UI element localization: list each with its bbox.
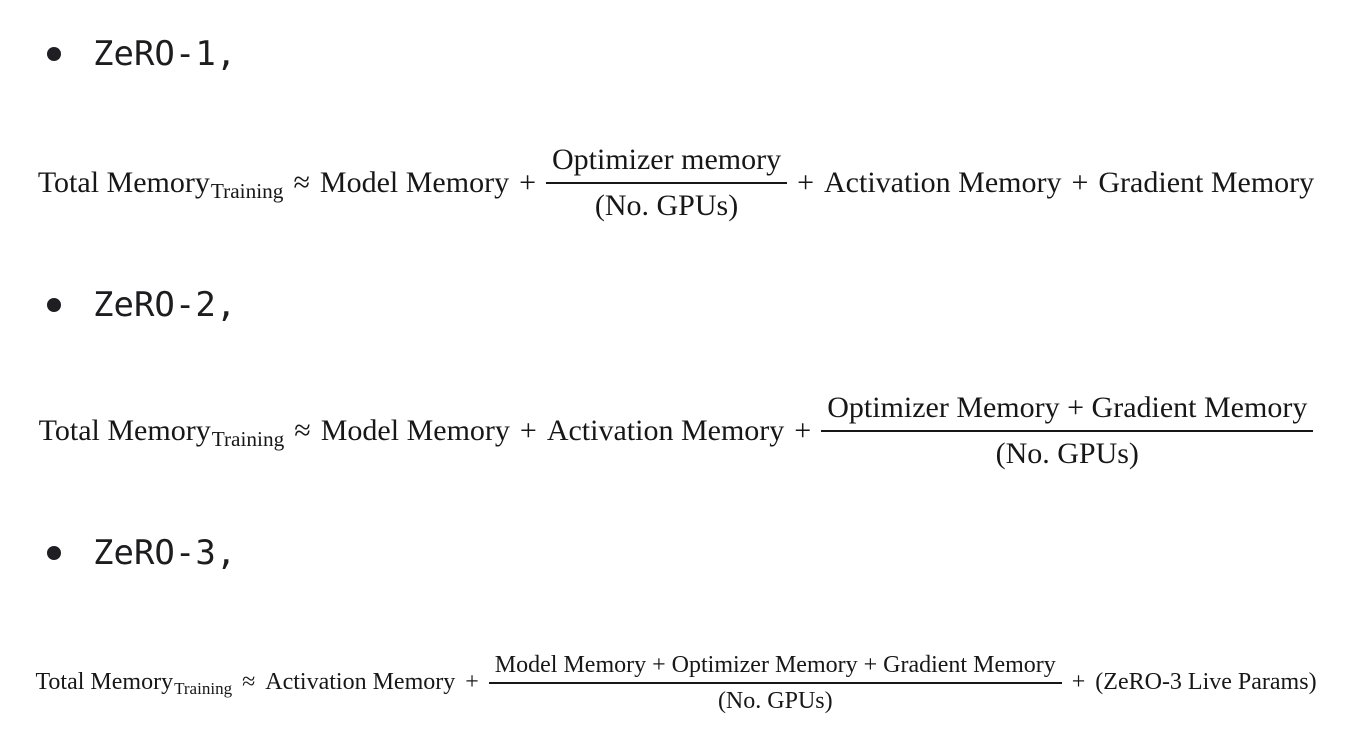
approx-symbol: ≈ [293, 165, 310, 199]
equation-term: Gradient Memory [1098, 165, 1315, 199]
equation-term: Activation Memory [265, 669, 456, 696]
equation-lhs: Total MemoryTraining [38, 413, 285, 451]
equation-term: Activation Memory [546, 413, 785, 447]
fraction-denominator: (No. GPUs) [717, 687, 833, 714]
fraction-numerator: Optimizer memory [551, 143, 782, 176]
plus-symbol: + [794, 413, 812, 447]
bullet-icon [47, 47, 61, 61]
lhs-main: Total Memory [38, 413, 211, 447]
fraction-numerator: Optimizer Memory + Gradient Memory [827, 391, 1308, 424]
list-item-zero2: ZeRO-2, [47, 284, 1352, 326]
plus-symbol: + [797, 165, 815, 199]
plus-symbol: + [1071, 669, 1086, 696]
fraction-bar [488, 682, 1062, 684]
fraction-denominator: (No. GPUs) [995, 436, 1139, 470]
lhs-main: Total Memory [35, 669, 174, 696]
zero2-label: ZeRO-2, [93, 285, 237, 325]
zero2-equation: Total MemoryTraining ≈ Model Memory + Ac… [0, 389, 1352, 472]
fraction: Optimizer Memory + Gradient Memory (No. … [821, 389, 1314, 472]
lhs-subscript: Training [210, 178, 284, 203]
plus-symbol: + [519, 413, 537, 447]
plus-symbol: + [519, 165, 536, 199]
fraction: Model Memory + Optimizer Memory + Gradie… [488, 650, 1062, 716]
zero3-equation: Total MemoryTraining ≈ Activation Memory… [0, 650, 1352, 716]
equation-term: Activation Memory [824, 165, 1062, 199]
lhs-subscript: Training [211, 426, 285, 451]
zero1-equation: Total MemoryTraining ≈ Model Memory + Op… [0, 141, 1352, 224]
equation-term: (ZeRO-3 Live Params) [1095, 669, 1317, 696]
bullet-icon [47, 546, 61, 560]
bullet-icon [47, 298, 61, 312]
plus-symbol: + [465, 669, 479, 696]
plus-symbol: + [1071, 165, 1089, 199]
equation-lhs: Total MemoryTraining [35, 669, 233, 699]
fraction-denominator: (No. GPUs) [594, 188, 739, 222]
approx-symbol: ≈ [294, 413, 311, 447]
fraction-bar [821, 429, 1314, 432]
list-item-zero3: ZeRO-3, [47, 532, 1352, 574]
lhs-subscript: Training [174, 679, 233, 699]
list-item-zero1: ZeRO-1, [47, 33, 1352, 75]
equation-term: Model Memory [320, 413, 510, 447]
equation-term: Model Memory [319, 165, 510, 199]
zero1-label: ZeRO-1, [93, 34, 237, 74]
fraction-numerator: Model Memory + Optimizer Memory + Gradie… [494, 652, 1056, 678]
lhs-main: Total Memory [37, 165, 210, 199]
approx-symbol: ≈ [242, 669, 256, 696]
equation-lhs: Total MemoryTraining [37, 165, 284, 203]
zero3-label: ZeRO-3, [93, 533, 237, 573]
fraction: Optimizer memory (No. GPUs) [545, 141, 788, 224]
fraction-bar [545, 181, 788, 184]
